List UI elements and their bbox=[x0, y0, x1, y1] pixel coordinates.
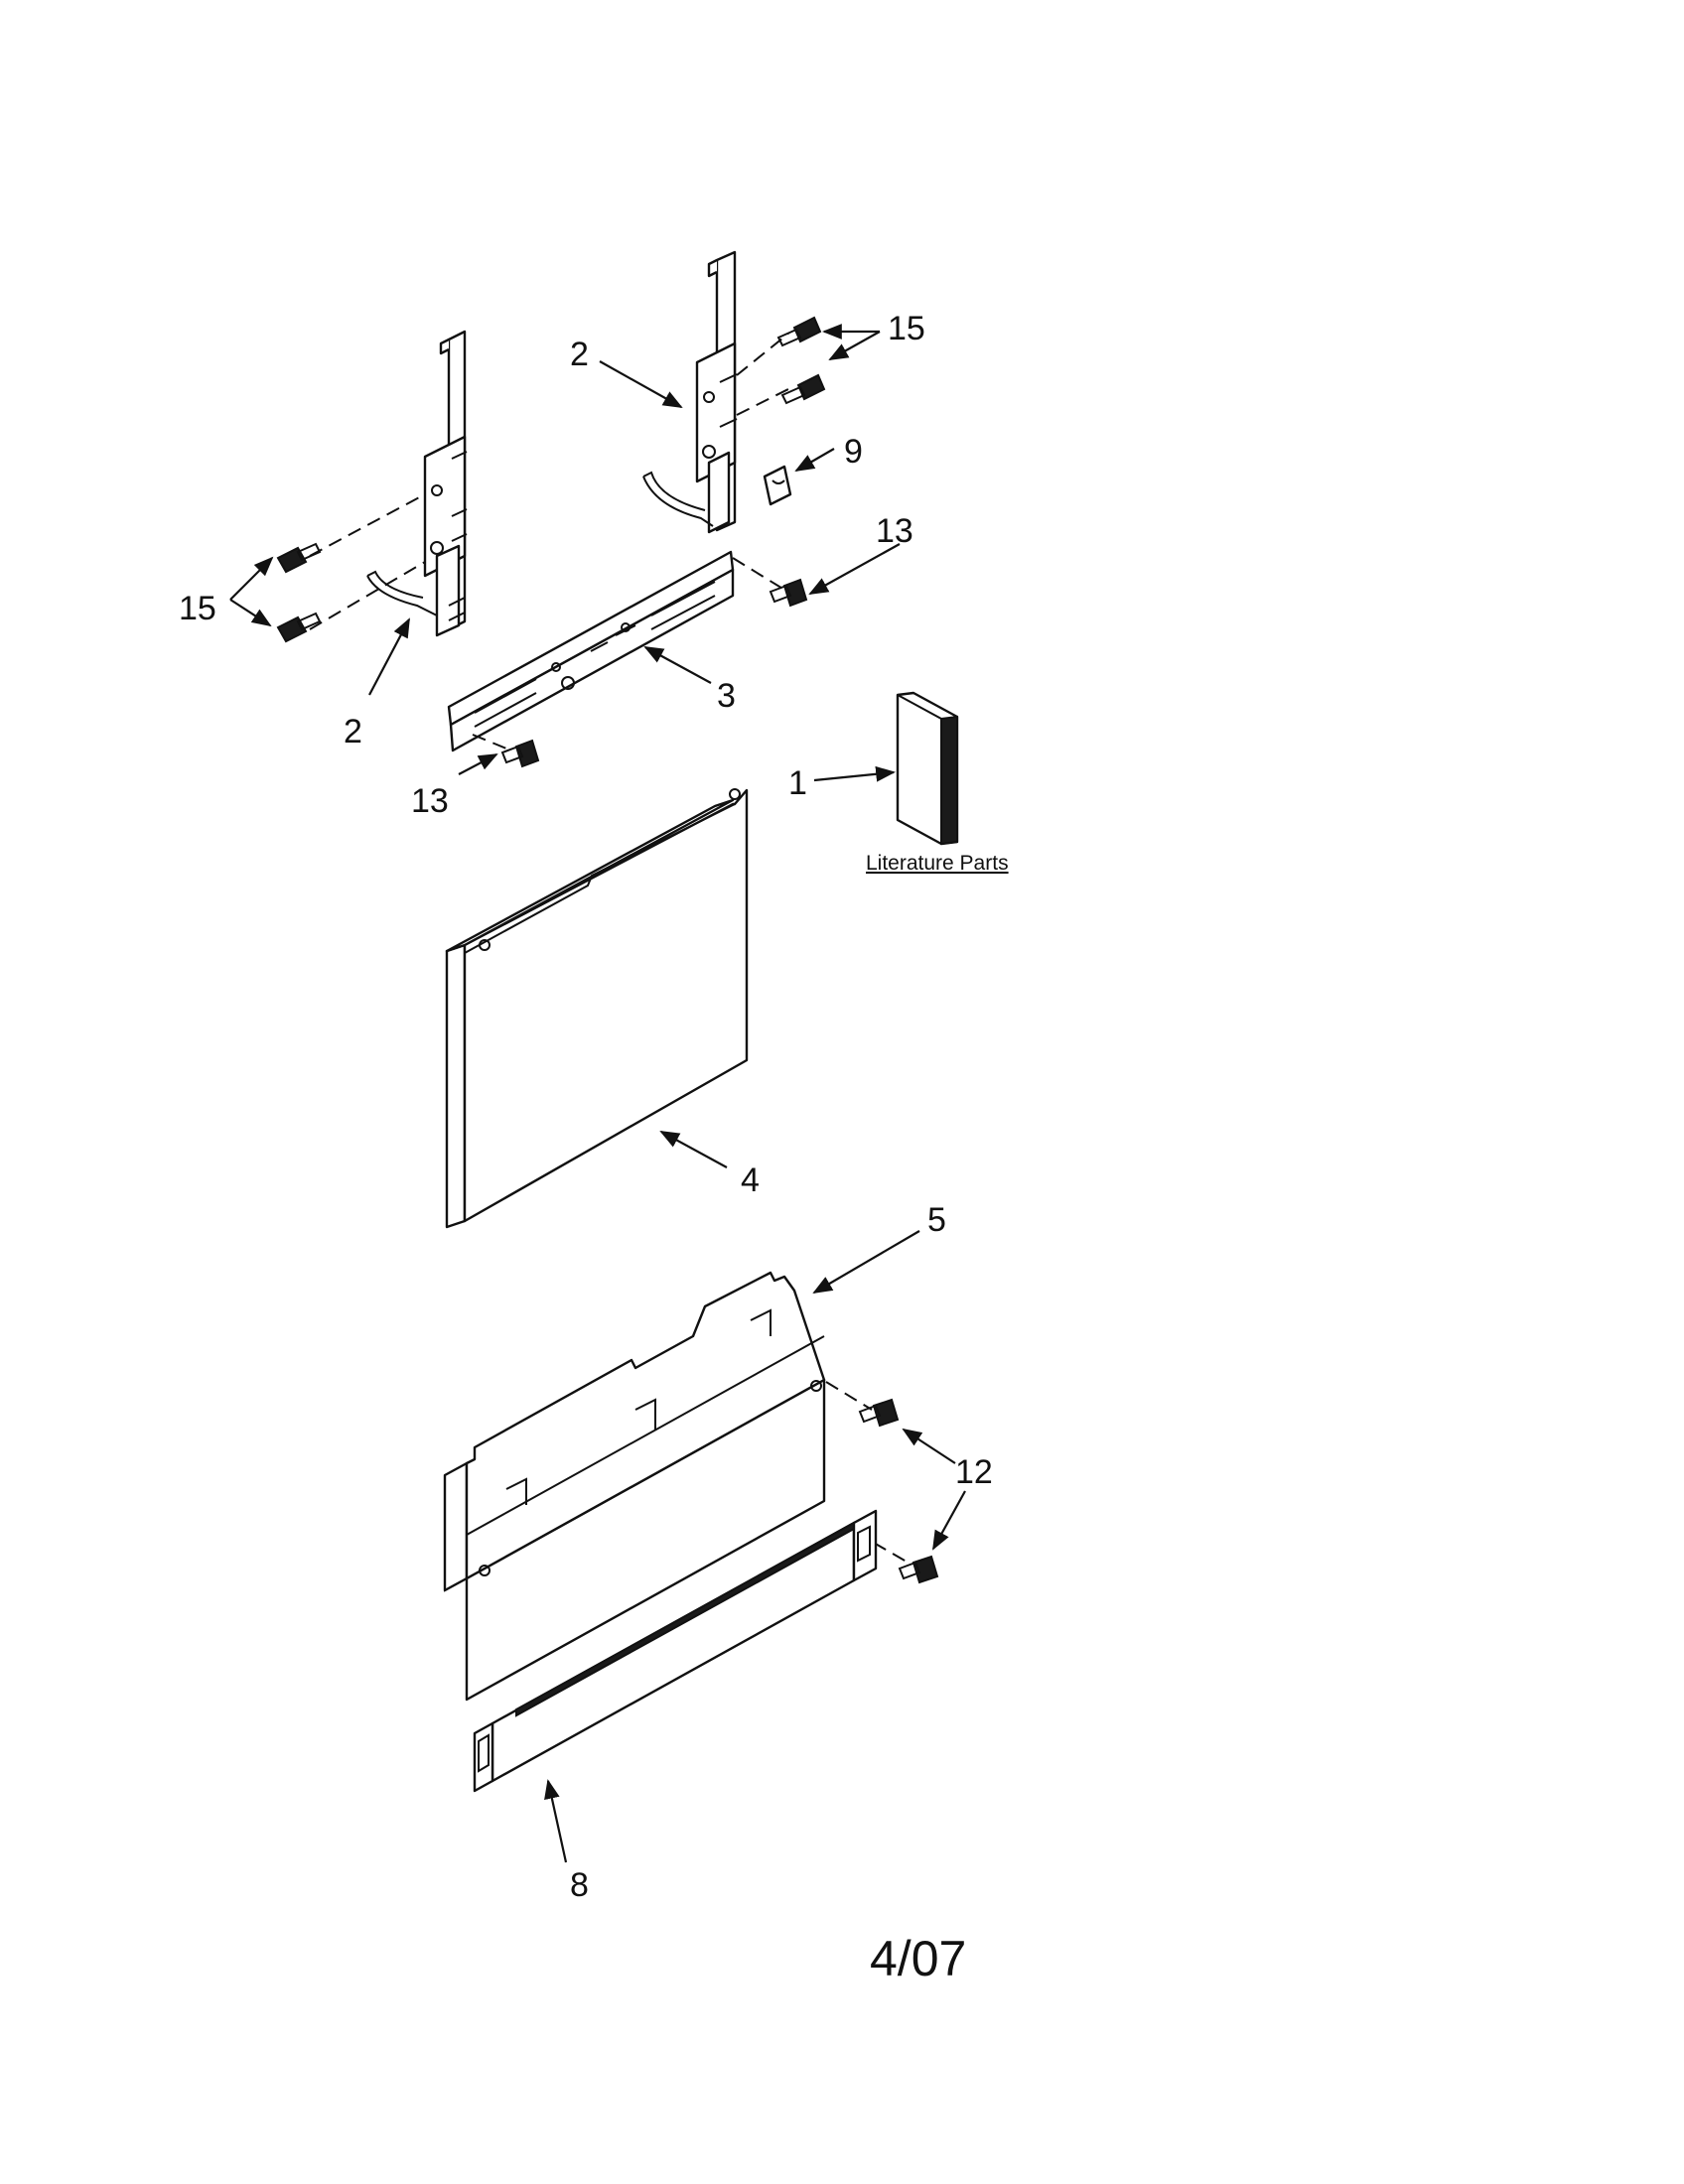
callout-15-left: 15 bbox=[179, 590, 216, 627]
revision-date: 4/07 bbox=[870, 1931, 966, 1986]
outer-door-panel bbox=[445, 788, 749, 1229]
rail-upper-screw bbox=[769, 578, 808, 608]
callout-3: 3 bbox=[717, 677, 736, 715]
callout-9: 9 bbox=[844, 433, 863, 471]
callout-2-upper: 2 bbox=[570, 336, 589, 373]
callout-5: 5 bbox=[927, 1201, 946, 1239]
door-clip bbox=[763, 465, 792, 506]
toe-kick-lower-screw bbox=[898, 1555, 939, 1584]
toe-kick-upper-screw bbox=[858, 1398, 900, 1428]
lower-kick-plate bbox=[473, 1509, 878, 1793]
right-door-bracket bbox=[642, 250, 738, 534]
right-lower-screw bbox=[780, 373, 826, 405]
callout-1: 1 bbox=[788, 764, 807, 802]
callout-15-right: 15 bbox=[888, 310, 925, 347]
callout-2-lower: 2 bbox=[344, 713, 362, 751]
door-mounting-rail bbox=[447, 550, 735, 752]
callout-13-lower: 13 bbox=[411, 782, 449, 820]
callout-4: 4 bbox=[741, 1161, 760, 1199]
callout-12: 12 bbox=[955, 1453, 993, 1491]
left-upper-screw bbox=[276, 542, 322, 574]
literature-parts-label: Literature Parts bbox=[866, 852, 1009, 875]
literature-book bbox=[896, 691, 959, 846]
right-upper-screw bbox=[776, 316, 822, 347]
callout-8: 8 bbox=[570, 1866, 589, 1904]
toe-kick-panel bbox=[443, 1271, 826, 1702]
left-door-bracket bbox=[366, 330, 468, 637]
callout-13-upper: 13 bbox=[876, 512, 913, 550]
left-lower-screw bbox=[276, 612, 322, 643]
rail-lower-screw bbox=[500, 739, 540, 768]
